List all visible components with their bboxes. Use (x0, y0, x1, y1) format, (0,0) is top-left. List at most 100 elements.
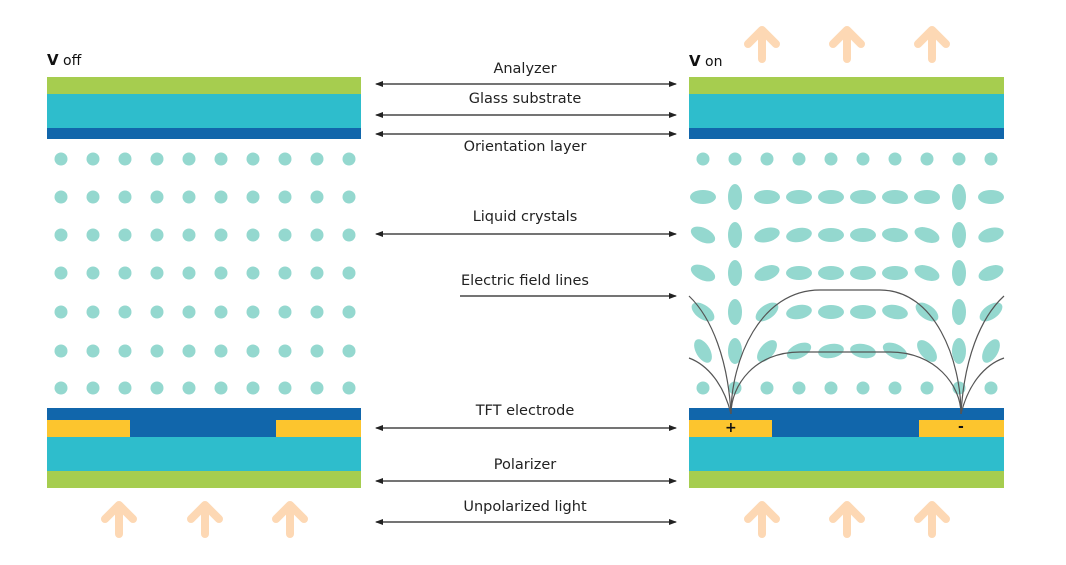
liquid-crystal (786, 304, 812, 320)
liquid-crystal (86, 305, 100, 319)
label-unpolarized-light: Unpolarized light (463, 499, 587, 515)
liquid-crystal (54, 228, 68, 242)
up-arrow-icon (829, 501, 865, 538)
liquid-crystal (246, 381, 260, 395)
bottom-glass-substrate (47, 437, 361, 471)
liquid-crystal (118, 381, 132, 395)
liquid-crystal (86, 190, 100, 204)
up-arrow-icon (101, 501, 137, 538)
liquid-crystal (246, 266, 260, 280)
liquid-crystal (246, 152, 260, 166)
liquid-crystal (342, 305, 356, 319)
field-line-right-outer (960, 295, 1005, 415)
label-analyzer: Analyzer (493, 61, 557, 77)
label-polarizer: Polarizer (493, 457, 557, 473)
incoming-light-arrow (744, 501, 780, 538)
field-line-left-inner (688, 357, 732, 415)
v-off-title: V off (47, 51, 81, 69)
liquid-crystal (246, 305, 260, 319)
liquid-crystal (728, 222, 742, 248)
liquid-crystal (214, 305, 228, 319)
liquid-crystal (694, 339, 712, 363)
liquid-crystal (952, 260, 966, 286)
liquid-crystal (786, 266, 812, 280)
liquid-crystal (824, 152, 838, 166)
incoming-light-arrow (101, 501, 137, 538)
liquid-crystal (914, 265, 940, 281)
liquid-crystal (86, 228, 100, 242)
liquid-crystal (214, 152, 228, 166)
liquid-crystal (150, 381, 164, 395)
electrode-right (276, 420, 361, 437)
v-symbol: V (47, 51, 59, 69)
liquid-crystal (310, 190, 324, 204)
liquid-crystal (882, 190, 908, 204)
v-on-title: V on (689, 52, 723, 70)
v-off-panel (47, 77, 361, 538)
field-line-left-outer (688, 295, 732, 415)
liquid-crystal (54, 305, 68, 319)
label-arrows (375, 81, 677, 525)
liquid-crystal (952, 152, 966, 166)
liquid-crystal (310, 266, 324, 280)
incoming-light-arrow (829, 501, 865, 538)
liquid-crystal (150, 344, 164, 358)
liquid-crystal (246, 344, 260, 358)
minus-sign: - (958, 419, 964, 435)
field-line-right-inner (960, 357, 1005, 415)
analyzer-layer (47, 77, 361, 94)
liquid-crystal (978, 265, 1004, 281)
liquid-crystal (118, 305, 132, 319)
liquid-crystal (786, 227, 812, 243)
liquid-crystal (182, 228, 196, 242)
liquid-crystal (850, 228, 876, 242)
liquid-crystal (754, 265, 780, 281)
liquid-crystal (54, 344, 68, 358)
liquid-crystal (150, 190, 164, 204)
liquid-crystal (982, 339, 1000, 363)
liquid-crystal (278, 344, 292, 358)
liquid-crystal (818, 190, 844, 204)
liquid-crystal (882, 227, 908, 243)
liquid-crystal (278, 266, 292, 280)
liquid-crystal (979, 302, 1003, 322)
on-text: on (700, 54, 723, 70)
transmitted-light-arrow (744, 26, 780, 63)
liquid-crystal (914, 227, 940, 243)
liquid-crystal (214, 266, 228, 280)
liquid-crystal (310, 228, 324, 242)
polarizer-layer (689, 471, 1004, 488)
liquid-crystal (952, 299, 966, 325)
up-arrow-icon (744, 501, 780, 538)
off-text: off (58, 53, 82, 69)
liquid-crystal (182, 152, 196, 166)
liquid-crystal (118, 344, 132, 358)
liquid-crystal (754, 190, 780, 204)
up-arrow-icon (744, 26, 780, 63)
label-tft-electrode: TFT electrode (475, 403, 575, 419)
liquid-crystal (86, 381, 100, 395)
liquid-crystal (818, 266, 844, 280)
liquid-crystal (310, 305, 324, 319)
liquid-crystal (952, 184, 966, 210)
liquid-crystal (888, 381, 902, 395)
up-arrow-icon (187, 501, 223, 538)
incoming-light-arrow (914, 501, 950, 538)
label-electric-field-lines: Electric field lines (461, 273, 589, 289)
liquid-crystal (86, 344, 100, 358)
liquid-crystal (978, 227, 1004, 243)
liquid-crystal (214, 344, 228, 358)
liquid-crystal (310, 152, 324, 166)
liquid-crystal (278, 305, 292, 319)
liquid-crystal (214, 381, 228, 395)
label-liquid-crystals: Liquid crystals (472, 209, 578, 225)
liquid-crystal (882, 304, 908, 320)
liquid-crystal (914, 190, 940, 204)
liquid-crystal (310, 381, 324, 395)
liquid-crystal (818, 228, 844, 242)
bottom-glass-substrate (689, 437, 1004, 471)
liquid-crystal (86, 152, 100, 166)
liquid-crystal (214, 190, 228, 204)
liquid-crystal (150, 228, 164, 242)
